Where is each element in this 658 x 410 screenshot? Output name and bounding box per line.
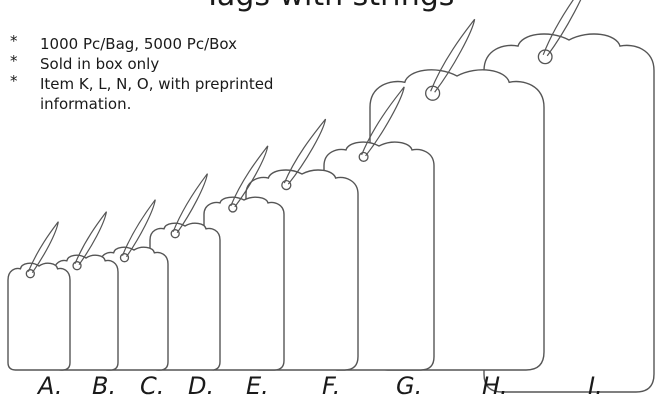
page-title: Tags with strings [0, 0, 658, 13]
tag-e-string [230, 145, 269, 208]
tag-g-string [361, 86, 405, 157]
tag-label-a: A. [38, 372, 63, 400]
tag-label-g: G. [396, 372, 423, 400]
tag-c-string [121, 199, 156, 258]
bullet-asterisk: * [10, 32, 18, 50]
tag-label-f: F. [322, 372, 341, 400]
note-text: Sold in box only [40, 55, 160, 73]
tag-label-b: B. [92, 372, 117, 400]
note-item: * Item K, L, N, O, with preprinted infor… [10, 72, 300, 114]
tag-label-i: I. [588, 372, 603, 400]
tag-a-string [27, 221, 59, 274]
tag-b-string [74, 211, 108, 266]
note-text: Item K, L, N, O, with preprinted informa… [40, 75, 274, 113]
tag-a-body [7, 262, 71, 371]
tag-label-c: C. [140, 372, 165, 400]
note-text: 1000 Pc/Bag, 5000 Pc/Box [40, 35, 237, 53]
tag-label-d: D. [188, 372, 215, 400]
tag-f-string [283, 118, 327, 185]
tag-label-h: H. [482, 372, 508, 400]
notes-list: * 1000 Pc/Bag, 5000 Pc/Box * Sold in box… [10, 32, 300, 114]
tag-d-string [172, 173, 208, 234]
bullet-asterisk: * [10, 52, 18, 70]
note-item: * 1000 Pc/Bag, 5000 Pc/Box [10, 32, 300, 54]
tag-i-string [542, 0, 582, 57]
bullet-asterisk: * [10, 72, 18, 90]
tag-h-string [430, 18, 476, 93]
tag-label-e: E. [246, 372, 269, 400]
note-item: * Sold in box only [10, 52, 300, 74]
